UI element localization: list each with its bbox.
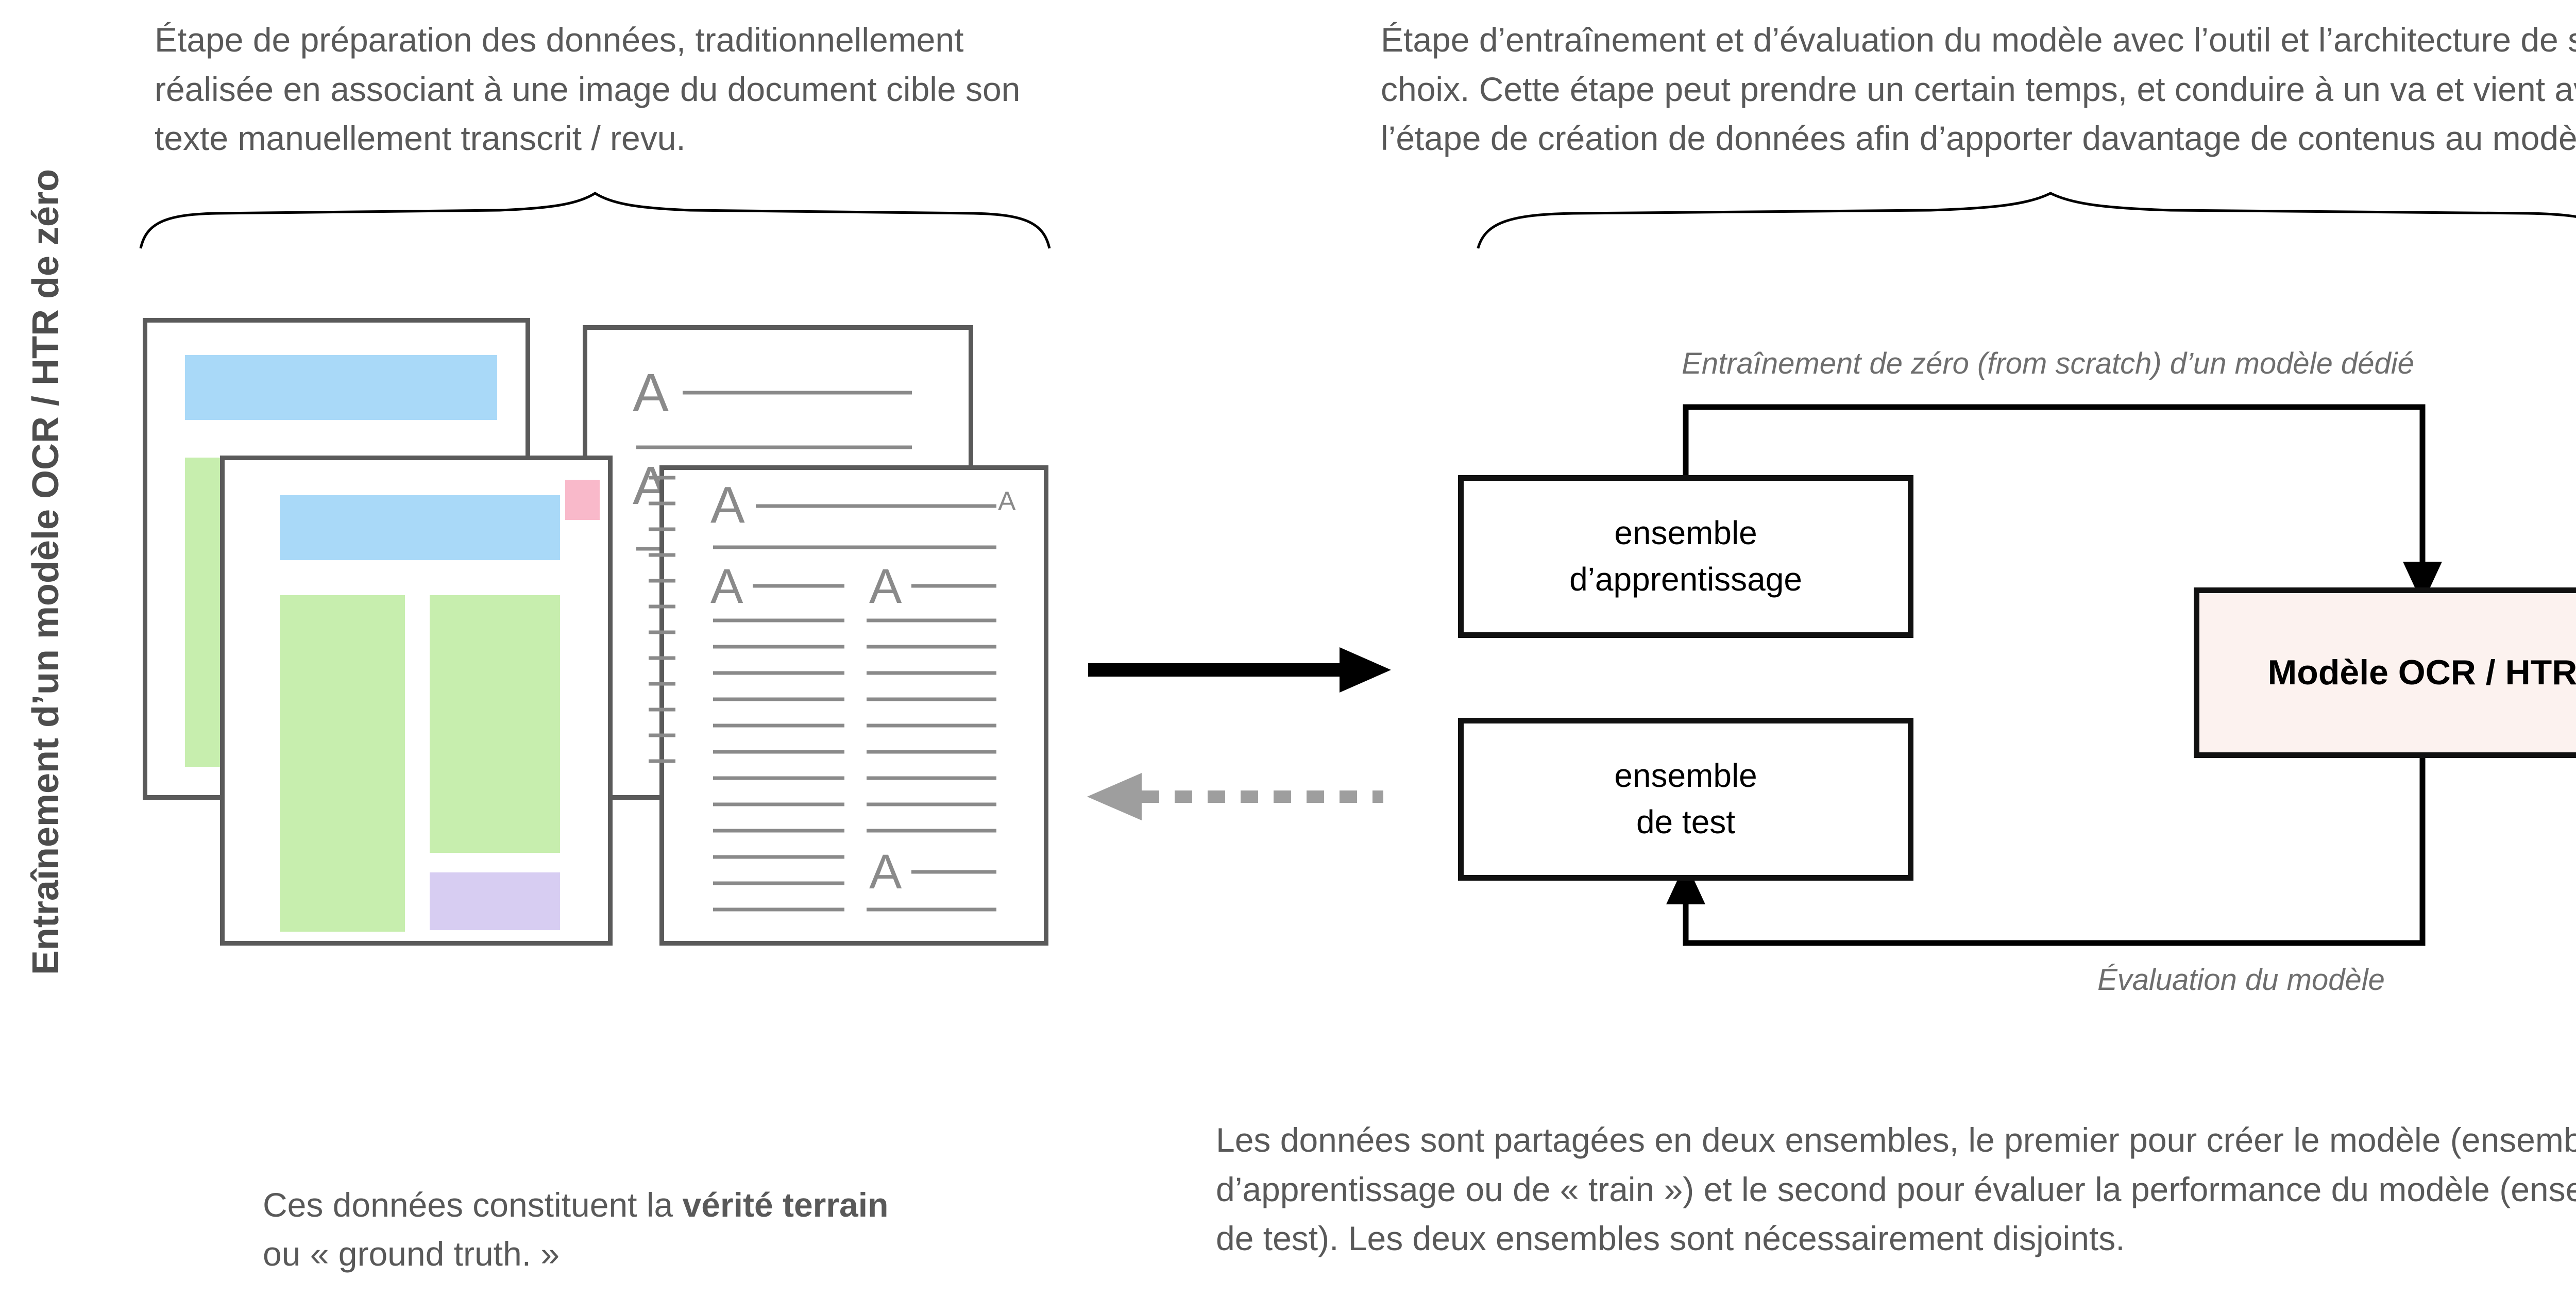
test-set-box: ensemble de test <box>1458 718 1913 881</box>
ocr-htr-model-box: Modèle OCR / HTR <box>2194 587 2576 758</box>
pink-marginalia-block <box>565 480 600 520</box>
middle-brace-icon <box>1478 193 2576 248</box>
blue-header-block <box>280 495 560 560</box>
document-thumbnail-layout-front <box>220 456 613 946</box>
diagram-canvas: { "vertical_title": "Entraînement d’un m… <box>0 0 2576 1273</box>
model-to-test-connector <box>1666 758 2426 946</box>
caption-ground-truth: Ces données constituent la vérité terrai… <box>263 1131 1010 1279</box>
training-from-scratch-label: Entraînement de zéro (from scratch) d’un… <box>1682 347 2414 380</box>
train-to-model-connector <box>1683 404 2442 604</box>
vertical-title: Entraînement d’un modèle OCR / HTR de zé… <box>7 139 84 1005</box>
green-column-block <box>430 595 560 853</box>
left-brace-icon <box>141 193 1049 248</box>
annotation-training-evaluation: Étape d’entraînement et d’évaluation du … <box>1381 21 2576 158</box>
placeholder-letter: A <box>869 559 902 614</box>
ground-truth-bold: vérité terrain <box>682 1185 889 1224</box>
arrowhead-down-icon <box>2403 562 2442 604</box>
feedback-dashed-arrow-icon <box>1087 773 1383 820</box>
annotation-data-preparation: Étape de préparation des données, tradit… <box>155 21 1021 158</box>
placeholder-letter: A <box>869 845 902 899</box>
transcription-lines: A A A A A <box>649 476 1016 912</box>
caption-ground-truth-tail: ou « ground truth. » <box>263 1235 560 1273</box>
placeholder-letter: A <box>998 486 1016 516</box>
green-column-block <box>280 595 405 932</box>
arrowhead-up-icon <box>1666 862 1705 904</box>
caption-data-split: Les données sont partagées en deux ensem… <box>1216 1121 2576 1258</box>
document-thumbnail-transcription-front: A A A A A <box>649 465 1048 946</box>
blue-header-block <box>185 355 497 420</box>
vertical-title-text: Entraînement d’un modèle OCR / HTR de zé… <box>25 169 66 975</box>
caption-ground-truth-text: Ces données constituent la <box>263 1185 683 1224</box>
placeholder-letter: A <box>710 476 745 534</box>
data-flow-arrow-icon <box>1088 647 1391 693</box>
placeholder-letter: A <box>633 363 669 423</box>
training-set-box: ensemble d’apprentissage <box>1458 475 1913 638</box>
connector-overlay <box>0 0 2576 946</box>
model-evaluation-label: Évaluation du modèle <box>2097 963 2385 997</box>
line-ticks <box>649 476 675 763</box>
purple-footer-block <box>430 872 560 930</box>
placeholder-letter: A <box>710 559 743 614</box>
